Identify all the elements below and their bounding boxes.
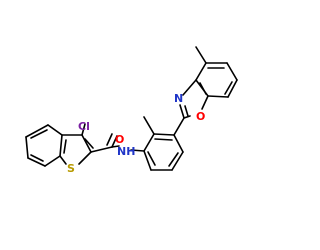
bond — [90, 146, 113, 153]
bond — [106, 133, 113, 146]
bond — [84, 138, 94, 149]
bond — [27, 157, 46, 167]
chemical-structure-diagram: Cl S O NH N O — [25, 46, 238, 175]
bond — [59, 134, 63, 157]
bond — [47, 124, 63, 136]
bond — [143, 116, 155, 135]
bond — [184, 105, 189, 117]
atom-label-nh: NH — [117, 145, 135, 158]
bond — [30, 154, 44, 162]
bond — [147, 151, 156, 166]
bond — [130, 149, 145, 152]
bond — [226, 62, 238, 81]
bond — [227, 79, 238, 98]
bond — [153, 133, 175, 136]
bond — [179, 104, 185, 119]
bond — [201, 95, 209, 110]
atom-label-cl: Cl — [78, 120, 90, 133]
bond — [78, 151, 92, 165]
bond — [224, 81, 233, 95]
bond — [30, 129, 48, 139]
bond — [173, 117, 185, 136]
bond — [182, 79, 197, 96]
atom-label-n: N — [174, 92, 183, 105]
bond — [154, 138, 173, 141]
atom-label-o: O — [115, 133, 124, 146]
bond-layer — [25, 46, 238, 171]
bond — [195, 62, 207, 81]
bond — [143, 133, 155, 152]
bond — [81, 134, 92, 153]
bond — [207, 95, 229, 98]
atom-label-layer: Cl S O NH N O — [67, 92, 205, 175]
bond — [59, 155, 67, 165]
bond — [171, 151, 184, 171]
bond — [199, 82, 207, 95]
bond — [195, 46, 207, 64]
bond — [168, 152, 179, 167]
bond — [183, 115, 191, 119]
atom-label-o: O — [196, 110, 205, 123]
bond — [25, 136, 29, 159]
atom-label-s: S — [67, 162, 75, 175]
bond — [25, 124, 49, 138]
bond — [143, 150, 152, 171]
bond — [44, 155, 61, 167]
bond — [63, 139, 67, 154]
bond — [111, 145, 120, 148]
bond — [81, 123, 86, 136]
bond — [111, 135, 118, 148]
bond — [173, 134, 184, 153]
